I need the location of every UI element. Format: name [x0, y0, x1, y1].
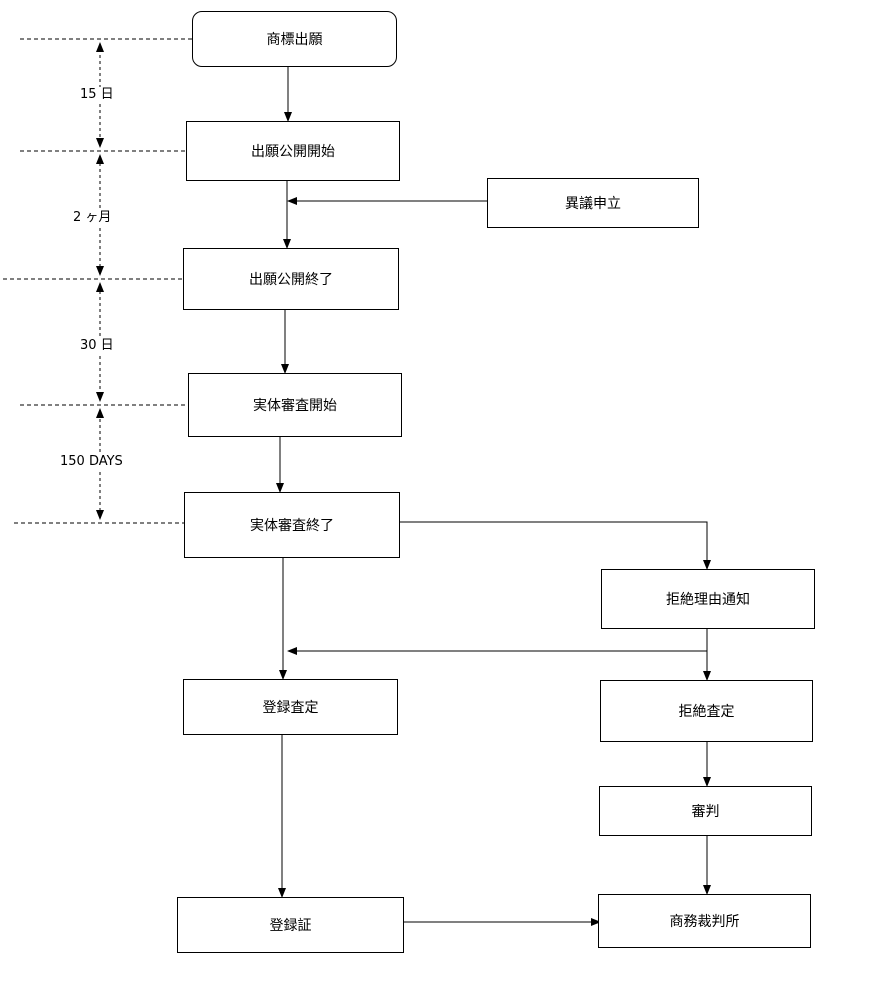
box-publication-end: 出願公開終了: [183, 248, 399, 310]
box-registration-certificate: 登録証: [177, 897, 404, 953]
box-ip-court: 商務裁判所: [598, 894, 811, 948]
box-opposition: 異議申立: [487, 178, 699, 228]
box-examination-start: 実体審査開始: [188, 373, 402, 437]
arrow-exam-end-to-rejection-notice: [400, 521, 711, 570]
timeline-label-150-days: 150 DAYS: [60, 454, 123, 470]
box-registration-decision: 登録査定: [183, 679, 398, 735]
timeline-label-30-days: 30 日: [80, 338, 114, 354]
timeline-label-2-months: 2 ヶ月: [73, 210, 112, 226]
timeline-label-15-days: 15 日: [80, 87, 114, 103]
box-examination-end: 実体審査終了: [184, 492, 400, 558]
box-rejection-decision: 拒絶査定: [600, 680, 813, 742]
box-publication-start: 出願公開開始: [186, 121, 400, 181]
box-rejection-notice: 拒絶理由通知: [601, 569, 815, 629]
box-trial: 審判: [599, 786, 812, 836]
box-trademark-application: 商標出願: [192, 11, 397, 67]
